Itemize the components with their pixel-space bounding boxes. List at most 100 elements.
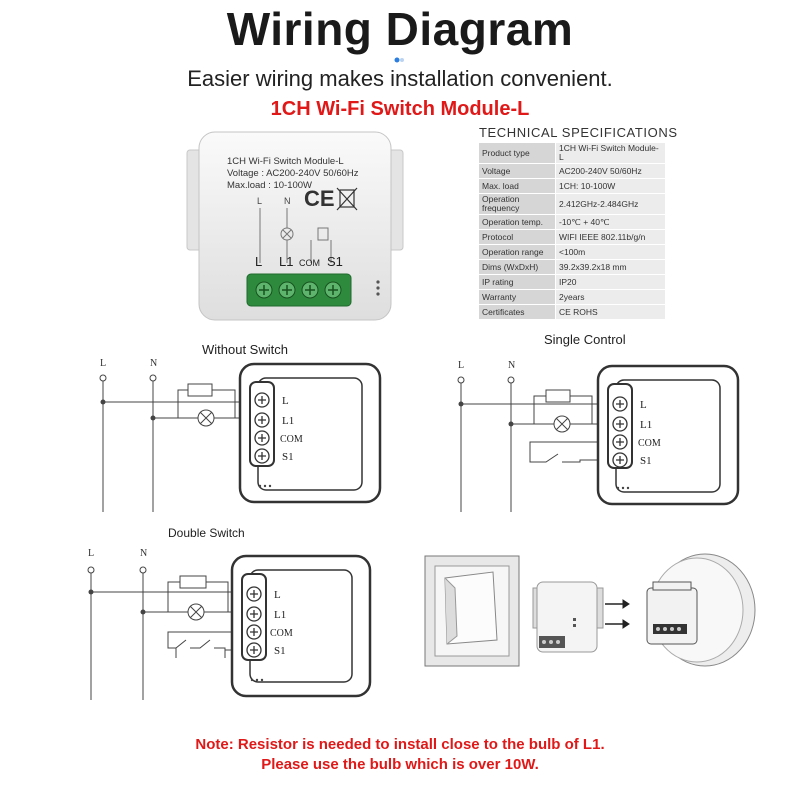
module-led-dots [258, 484, 272, 488]
module-text-3: Max.load : 10-100W [227, 180, 312, 191]
spec-key: Operation temp. [478, 214, 556, 230]
spec-value: AC200-240V 50/60Hz [555, 163, 666, 179]
term-com: COM [638, 438, 661, 449]
term-s1: S1 [274, 645, 286, 657]
junction-dot [150, 415, 156, 421]
spec-row: Operation temp.-10℃ + 40℃ [478, 214, 666, 230]
junction-dot [508, 421, 514, 427]
line-n-label: N [508, 360, 515, 371]
module-body [198, 131, 392, 321]
caption-double-switch: Double Switch [168, 526, 245, 540]
line-n-label: N [150, 358, 157, 369]
spec-key: Voltage [478, 163, 556, 179]
note-line-1: Note: Resistor is needed to install clos… [195, 736, 605, 753]
wiring-single-control: L N L L1 COM S1 [457, 360, 740, 512]
wiring-lines [87, 566, 245, 700]
spec-key: Product type [478, 142, 556, 164]
line-l-label: L [100, 358, 106, 369]
weee-cross [336, 187, 358, 211]
module-term-l: L [255, 254, 262, 269]
junction-dot [100, 399, 106, 405]
line-l-label: L [88, 548, 94, 559]
term-l1: L1 [282, 415, 294, 427]
dot-active [394, 57, 400, 63]
wall-switch-icon [424, 555, 520, 667]
ce-mark: CE [304, 186, 335, 211]
dot-inactive [400, 58, 404, 62]
page-title: Wiring Diagram [226, 3, 574, 55]
wiring-without-switch: L N L L1 COM S1 [99, 358, 382, 512]
module-bulb-cross [282, 229, 292, 239]
arrow-icons [605, 599, 630, 629]
term-com: COM [270, 628, 293, 639]
module-switch-icon [317, 227, 329, 241]
installation-illustration [424, 553, 756, 667]
module-led-dots [616, 486, 630, 490]
junction-dot [88, 589, 94, 595]
spec-key: Max. load [478, 178, 556, 194]
spec-value: -10℃ + 40℃ [555, 214, 666, 230]
term-l: L [282, 395, 289, 407]
module-text-2: Voltage : AC200-240V 50/60Hz [227, 168, 359, 179]
terminal-block [246, 273, 352, 307]
spec-value: 1CH Wi-Fi Switch Module-L [555, 142, 666, 164]
module-illustration: 1CH Wi-Fi Switch Module-L Voltage : AC20… [186, 131, 404, 321]
module-n-label: N [284, 196, 291, 206]
term-com: COM [280, 434, 303, 445]
spec-row: Dims (WxDxH)39.2x39.2x18 mm [478, 259, 666, 275]
module-led-dots [250, 678, 264, 682]
module-text-1: 1CH Wi-Fi Switch Module-L [227, 156, 344, 167]
spec-value: 1CH: 10-100W [555, 178, 666, 194]
led-indicators [376, 280, 380, 296]
spec-value: <100m [555, 244, 666, 260]
terminals [246, 586, 262, 658]
caption-single-control: Single Control [544, 332, 626, 347]
spec-key: Operation range [478, 244, 556, 260]
terminals [612, 396, 628, 468]
page-subtitle: Easier wiring makes installation conveni… [187, 66, 613, 91]
spec-key: Operation frequency [478, 193, 556, 215]
module-term-l1: L1 [279, 254, 293, 269]
spec-key: Protocol [478, 229, 556, 245]
module-term-com: COM [299, 258, 320, 268]
product-name: 1CH Wi-Fi Switch Module-L [270, 98, 530, 120]
terminal-screws [255, 281, 342, 299]
spec-key: Warranty [478, 289, 556, 305]
term-l1: L1 [640, 419, 652, 431]
term-l: L [274, 589, 281, 601]
module-term-s1: S1 [327, 254, 343, 269]
specs-heading: TECHNICAL SPECIFICATIONS [479, 125, 678, 140]
wiring-lines [457, 376, 610, 512]
spec-value: 2.412GHz-2.484GHz [555, 193, 666, 215]
junction-dot [458, 401, 464, 407]
wall-box-icon [646, 553, 756, 667]
wiring-lines [99, 374, 260, 512]
weee-icon [339, 189, 355, 208]
term-s1: S1 [282, 451, 294, 463]
spec-key: Dims (WxDxH) [478, 259, 556, 275]
spec-value: IP20 [555, 274, 666, 290]
spec-value: CE ROHS [555, 304, 666, 320]
line-l-label: L [458, 360, 464, 371]
note-line-2: Please use the bulb which is over 10W. [261, 756, 539, 773]
module-3d-icon [532, 581, 604, 653]
spec-key: Certificates [478, 304, 556, 320]
term-l: L [640, 399, 647, 411]
terminals [254, 392, 270, 464]
spec-key: IP rating [478, 274, 556, 290]
spec-value: 39.2x39.2x18 mm [555, 259, 666, 275]
spec-value: WIFI IEEE 802.11b/g/n [555, 229, 666, 245]
junction-dot [140, 609, 146, 615]
spec-row: Operation range<100m [478, 244, 666, 260]
wiring-double-switch: L N L L1 COM S1 [87, 548, 372, 700]
carousel-dots [394, 57, 404, 63]
module-l-label: L [257, 196, 262, 206]
term-l1: L1 [274, 609, 286, 621]
